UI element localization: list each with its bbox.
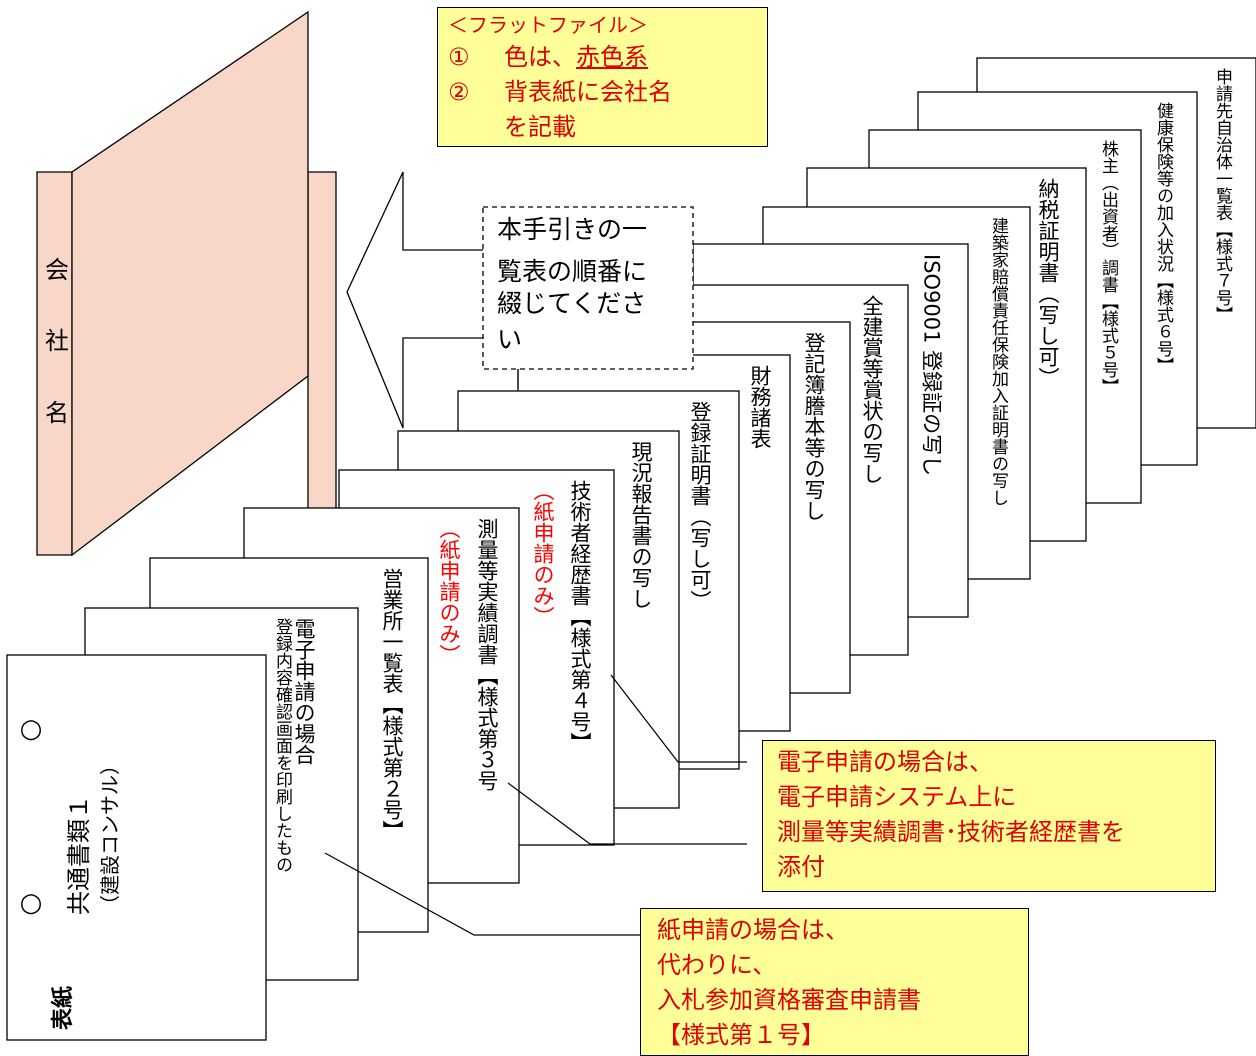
- svg-text:（建設コンサル）: （建設コンサル）: [98, 755, 122, 915]
- document-label-4-2: （紙申請のみ）: [531, 480, 555, 627]
- electronic-application-note: 電子申請の場合は、 電子申請システム上に 測量等実績調書･技術者経歴書を 添付: [762, 740, 1216, 892]
- folder-back-panel: [307, 171, 337, 556]
- leader-survey: [507, 782, 747, 845]
- document-label-6: 登録証明書（写し可）: [688, 401, 712, 611]
- instruction-line-4: い: [497, 325, 522, 354]
- document-label-1-2: 登録内容確認画面を印刷したもの: [272, 618, 293, 873]
- paper-application-note: 紙申請の場合は、 代わりに、 入札参加資格審査申請書 【様式第１号】: [640, 908, 1029, 1056]
- document-label-12: 納税証明書（写し可）: [1036, 178, 1060, 388]
- folder-spine-label: 会 社 名: [45, 256, 69, 427]
- paper-note-line-1: 紙申請の場合は、: [657, 916, 849, 944]
- cover-hole-top: ○: [20, 714, 43, 744]
- svg-text:表紙: 表紙: [50, 986, 76, 1030]
- electronic-note-line-1: 電子申請の場合は、: [777, 748, 993, 776]
- spine-char-3: 名: [45, 399, 69, 427]
- document-label-5: 現況報告書の写し: [629, 441, 653, 609]
- leader-technician: [610, 674, 747, 763]
- paper-note-line-3: 入札参加資格審査申請書: [657, 986, 921, 1014]
- document-label-7: 財務諸表: [748, 365, 772, 449]
- flat-file-folder: [36, 10, 337, 557]
- document-label-8: 登記簿謄本等の写し: [802, 332, 826, 521]
- cover-hole-bottom: ○: [20, 888, 43, 918]
- document-label-2: 営業所一覧表【様式第２号】: [380, 568, 404, 841]
- document-label-15: 申請先自治体一覧表【様式７号】: [1212, 68, 1233, 323]
- leader-cover: [324, 852, 640, 936]
- instruction-line-3: 綴じてくださ: [497, 289, 646, 318]
- folder-spine: [36, 171, 73, 556]
- svg-text:共通書類１: 共通書類１: [65, 795, 93, 915]
- spine-char-2: 社: [45, 327, 69, 355]
- document-label-3: 測量等実績調書【様式第３号: [475, 518, 499, 791]
- red-color-emphasis: 赤色系: [576, 43, 648, 71]
- document-label-3-2: （紙申請のみ）: [437, 518, 461, 665]
- cover-subtitle: （建設コンサル）: [98, 755, 122, 915]
- electronic-note-line-4: 添付: [777, 853, 825, 881]
- document-label-10: ISO9001 登録証の写し: [920, 254, 944, 476]
- document-label-1: 電子申請の場合: [292, 618, 316, 765]
- paper-note-line-4: 【様式第１号】: [657, 1021, 825, 1049]
- cover-sheet: ○ ○ 共通書類１ （建設コンサル） 表紙: [6, 654, 267, 1041]
- document-label-11: 建築家賠償責任保険加入証明書の写し: [988, 217, 1009, 506]
- paper-note-line-2: 代わりに、: [657, 951, 777, 979]
- callout-leaders: [324, 674, 747, 936]
- instruction-line-2: 覧表の順番に: [497, 257, 647, 286]
- electronic-note-line-2: 電子申請システム上に: [777, 783, 1017, 811]
- document-label-13: 株主（出資者）調書【様式５号】: [1098, 140, 1119, 395]
- spine-char-1: 会: [45, 256, 69, 284]
- cover-label: 表紙: [50, 986, 76, 1030]
- flat-file-note-title: ＜フラットファイル＞: [448, 13, 648, 37]
- flat-file-note-item2-cont: を記載: [504, 113, 576, 141]
- cover-title: 共通書類１: [65, 795, 93, 915]
- electronic-note-line-3: 測量等実績調書･技術者経歴書を: [777, 818, 1125, 846]
- document-label-9: 全建賞等賞状の写し: [860, 295, 884, 484]
- document-label-4: 技術者経歴書【様式第４号】: [568, 480, 592, 753]
- folder-front-cover: [71, 10, 309, 557]
- instruction-line-1: 本手引きの一: [497, 215, 647, 244]
- instruction-box: 本手引きの一 覧表の順番に 綴じてくださ い: [482, 206, 694, 388]
- document-stack: 申請先自治体一覧表【様式７号】 健康保険等の加入状況【様式６号】 株主（出資者）調書…: [84, 57, 1256, 981]
- document-label-14: 健康保険等の加入状況【様式６号】: [1153, 102, 1174, 374]
